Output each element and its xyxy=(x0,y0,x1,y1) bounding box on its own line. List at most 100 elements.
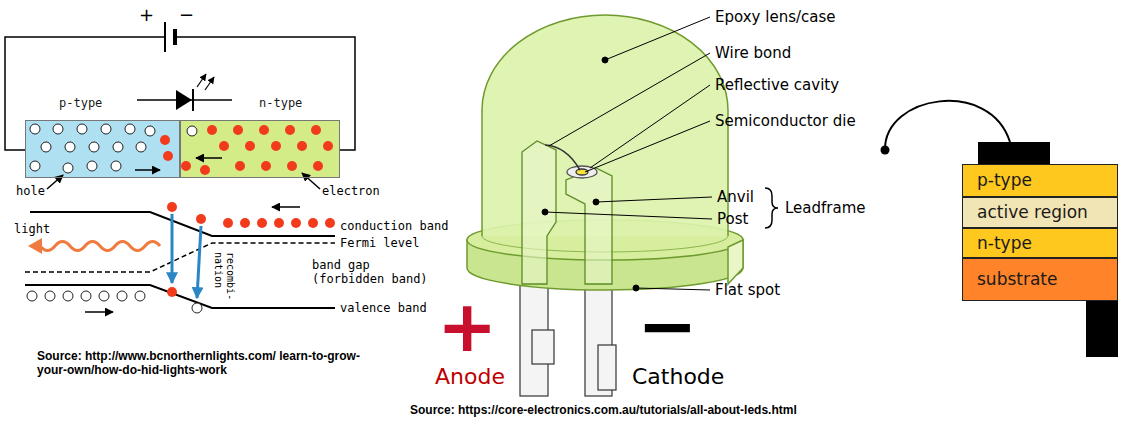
diode-symbol xyxy=(137,74,232,111)
polarity-sign: − xyxy=(637,290,697,362)
light-label-anchor: light xyxy=(14,222,50,236)
electron-dot xyxy=(167,287,177,297)
light-label: light xyxy=(14,222,50,236)
part-label-anchor: Post xyxy=(717,210,748,228)
hole-dot xyxy=(81,291,91,301)
electron-dot xyxy=(207,125,217,135)
hole-dot xyxy=(63,291,73,301)
part-label: Leadframe xyxy=(785,199,866,217)
light-wave xyxy=(40,242,160,251)
electron-dot xyxy=(200,165,210,175)
electron-dot xyxy=(259,125,269,135)
leadframe xyxy=(566,168,612,284)
hole-dot xyxy=(125,124,135,134)
pin-name-anchor: Cathode xyxy=(632,364,724,390)
part-label-anchor: Epoxy lens/case xyxy=(715,8,836,26)
node-label: active region xyxy=(977,202,1117,222)
electron-dot xyxy=(245,141,255,151)
die-layer: p-type xyxy=(962,164,1118,197)
band-label-anchor: band gap (forbidden band) xyxy=(312,258,436,287)
band-label-anchor: valence band xyxy=(340,301,427,315)
part-label-anchor: Semiconductor die xyxy=(715,112,856,130)
hole-dot xyxy=(136,142,146,152)
hole-dot xyxy=(113,142,123,152)
electron-dot xyxy=(287,161,297,171)
drift-arrow xyxy=(196,157,222,159)
drift-arrow xyxy=(272,206,300,208)
band-line xyxy=(25,212,335,308)
leader-line xyxy=(549,53,710,146)
electron-dot xyxy=(311,125,321,135)
band-line xyxy=(30,212,335,236)
pin-name: Anode xyxy=(435,364,505,390)
die-layer: n-type xyxy=(962,228,1118,258)
electron-dot xyxy=(223,218,233,228)
electron-dot xyxy=(297,141,307,151)
node-label: n-type xyxy=(259,96,302,110)
battery-symbol xyxy=(165,22,175,52)
recombination-label: recombi- nation xyxy=(212,252,236,302)
semiconductor-region-fill xyxy=(25,120,180,178)
carrier-label: hole xyxy=(16,184,45,198)
hole-dot xyxy=(30,124,40,134)
pin-name-anchor: Anode xyxy=(435,364,505,390)
hole-dot xyxy=(87,161,97,171)
hole-dot xyxy=(45,291,55,301)
hole-dot xyxy=(53,124,63,134)
hole-dot xyxy=(65,142,75,152)
electron-dot xyxy=(271,141,281,151)
band-label: Fermi level xyxy=(340,236,419,250)
part-label-anchor: Leadframe xyxy=(785,199,866,217)
electron-dot xyxy=(219,141,229,151)
electron-dot xyxy=(181,161,191,171)
band-label: valence band xyxy=(340,301,427,315)
leader-line xyxy=(602,57,608,63)
diode-symbol xyxy=(192,89,194,111)
node-label: p-type xyxy=(59,96,102,110)
source-note: Source: https://core-electronics.com.au/… xyxy=(410,403,797,417)
leader-line xyxy=(596,197,712,202)
hole-dot xyxy=(135,291,145,301)
polarity-sign-anchor: − xyxy=(637,290,697,362)
hole-dot xyxy=(27,291,202,313)
leader-line xyxy=(605,17,710,60)
electron-dot xyxy=(160,135,170,145)
electron-dot xyxy=(261,161,271,171)
brace xyxy=(765,188,778,228)
part-label-anchor: Reflective cavity xyxy=(715,76,839,94)
polarity-sign-anchor: + xyxy=(437,290,497,362)
part-label: Wire bond xyxy=(715,44,791,62)
band-label-anchor: Fermi level xyxy=(340,236,419,250)
carrier-label-anchor: electron xyxy=(322,184,380,198)
carrier-label: electron xyxy=(322,184,380,198)
leader-line xyxy=(590,85,710,168)
part-label: Post xyxy=(717,210,748,228)
leader-line xyxy=(542,209,548,215)
hole-dot xyxy=(30,124,197,173)
electron-dot xyxy=(240,218,250,228)
polarity-sign: + xyxy=(437,290,497,362)
node-label: n-type xyxy=(977,233,1117,253)
source-note-anchor: Source: http://www.bcnorthernlights.com/… xyxy=(37,349,367,378)
die-contact xyxy=(978,142,1050,164)
leader-line xyxy=(585,121,710,172)
leadframe xyxy=(567,166,597,178)
hole-dot xyxy=(117,291,127,301)
n-type-region: n-type xyxy=(180,120,340,178)
electron-dot xyxy=(285,125,295,135)
pin-name: Cathode xyxy=(632,364,724,390)
part-label-anchor: Flat spot xyxy=(715,281,780,299)
recombination-arrow xyxy=(197,226,201,298)
recombination-label-anchor: recombi- nation xyxy=(236,252,286,276)
electron-dot xyxy=(233,125,243,135)
electron-dot xyxy=(323,141,333,151)
part-label: Anvil xyxy=(717,188,754,206)
die-wire xyxy=(881,146,890,155)
hole-dot xyxy=(192,303,202,313)
electron-dot xyxy=(325,218,335,228)
electron-dot xyxy=(308,218,318,228)
node-label: p-type xyxy=(977,170,1117,190)
part-label: Reflective cavity xyxy=(715,76,839,94)
carrier-label-anchor: hole xyxy=(16,184,45,198)
